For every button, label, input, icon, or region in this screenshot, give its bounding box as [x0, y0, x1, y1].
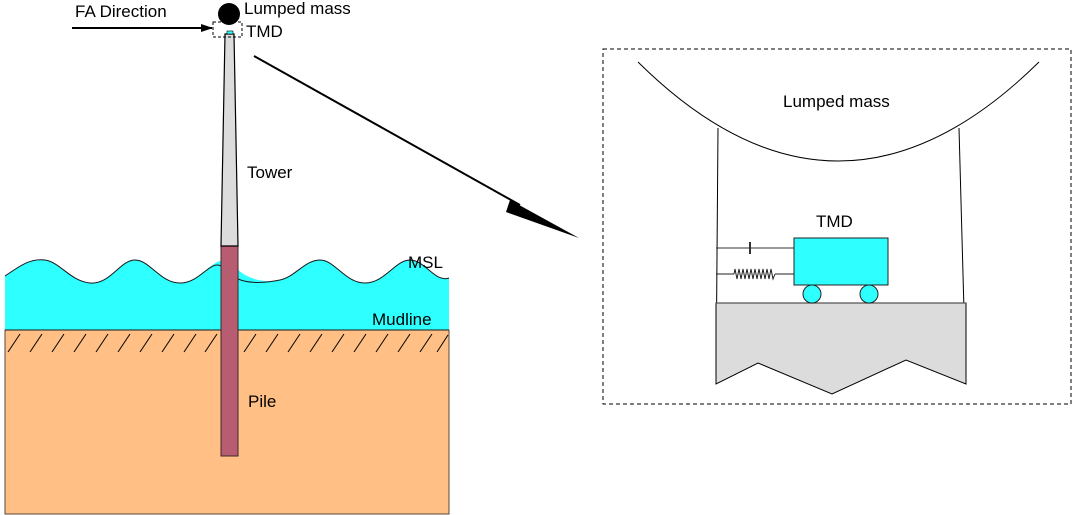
tmd-detail-highlight-box: [212, 21, 243, 38]
label-tower: Tower: [247, 163, 293, 182]
label-detail-tmd: TMD: [816, 212, 853, 231]
label-msl: MSL: [408, 253, 443, 272]
detail-platform: [715, 302, 967, 395]
label-fa-direction: FA Direction: [75, 2, 167, 21]
label-detail-lumped-mass: Lumped mass: [783, 92, 890, 111]
soil-hatching: [7, 333, 449, 353]
tmd-wheel-left: [802, 284, 822, 304]
detail-lumped-mass-arc: [637, 61, 1040, 162]
detail-pointer-arrowhead: [506, 200, 579, 238]
tmd-marker-small: [226, 30, 234, 35]
label-mudline: Mudline: [372, 310, 432, 329]
pile: [220, 245, 239, 457]
tower: [220, 33, 239, 247]
wave-line: [4, 259, 450, 284]
label-pile: Pile: [248, 392, 276, 411]
damper: [716, 242, 794, 254]
tmd-wheel-right: [859, 284, 879, 304]
spring: [716, 268, 794, 281]
label-tmd-top: TMD: [246, 22, 283, 41]
lumped-mass-ball: [218, 3, 240, 25]
label-lumped-mass-top: Lumped mass: [244, 0, 351, 18]
tmd-mass-box: [793, 237, 889, 286]
detail-pointer-line: [253, 55, 521, 206]
detail-view-frame: [602, 48, 1072, 405]
